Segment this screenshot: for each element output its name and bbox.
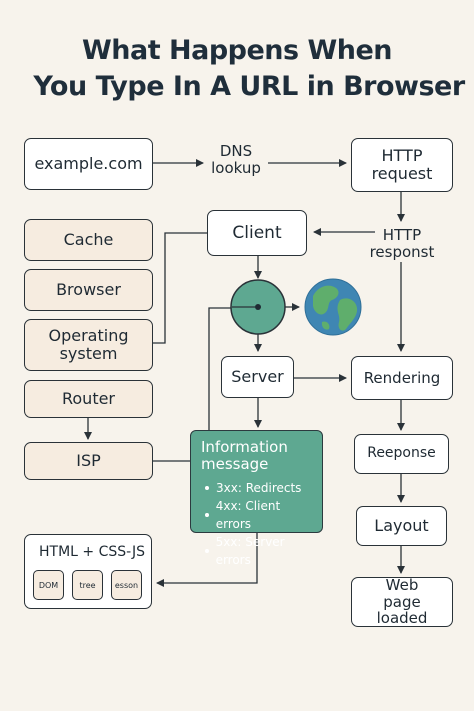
dns-label-line-2: lookup [211, 158, 261, 177]
operating-system-node: Operating system [24, 319, 153, 371]
esson-mini-box: esson [111, 570, 142, 600]
web-page-loaded-node: Web page loaded [351, 577, 453, 627]
isp-node: ISP [24, 442, 153, 480]
html-css-js-title: HTML + CSS-JS [39, 544, 145, 560]
status-code-item: 4xx: Client errors [201, 497, 312, 533]
globe-icon [304, 278, 362, 336]
http-response-line-1: HTTP [382, 226, 422, 244]
information-message-box: Information message 3xx: Redirects 4xx: … [190, 430, 323, 567]
router-node: Router [24, 380, 153, 418]
bullet-icon [205, 486, 209, 490]
line-isp-to-node [153, 307, 231, 462]
arrow-info-to-html [156, 533, 258, 587]
example-com-node: example.com [24, 138, 153, 190]
reeponse-node: Reeponse [354, 434, 449, 474]
cache-node: Cache [24, 219, 153, 261]
status-code-list: 3xx: Redirects 4xx: Client errors 5xx: S… [201, 479, 312, 569]
http-response-line-2: responst [369, 242, 435, 261]
status-code-item: 3xx: Redirects [201, 479, 312, 497]
http-request-node: HTTP request [351, 138, 453, 192]
http-response-label: HTTP responst [360, 227, 444, 260]
rendering-node: Rendering [351, 356, 453, 400]
layout-node: Layout [356, 506, 447, 546]
bullet-icon [205, 513, 209, 517]
network-node-icon [230, 279, 286, 335]
diagram-title-line-1: What Happens When [81, 35, 393, 66]
status-code-item: 5xx: Server errors [201, 533, 312, 569]
html-css-js-box: HTML + CSS-JS DOM tree esson [24, 534, 152, 609]
diagram-title-line-2: You Type In A URL in Browser [33, 71, 465, 102]
line-os-to-client [153, 232, 207, 344]
status-code-text: 5xx: Server errors [215, 535, 285, 567]
tree-mini-box: tree [72, 570, 103, 600]
bullet-icon [205, 549, 209, 553]
server-node: Server [221, 356, 294, 398]
dns-lookup-label: DNS lookup [204, 143, 268, 176]
client-node: Client [207, 210, 307, 256]
status-code-text: 3xx: Redirects [216, 481, 302, 495]
dns-label-line-1: DNS [219, 142, 253, 160]
browser-node: Browser [24, 269, 153, 311]
dom-mini-box: DOM [33, 570, 64, 600]
information-message-title: Information message [201, 438, 288, 473]
status-code-text: 4xx: Client errors [215, 499, 281, 531]
